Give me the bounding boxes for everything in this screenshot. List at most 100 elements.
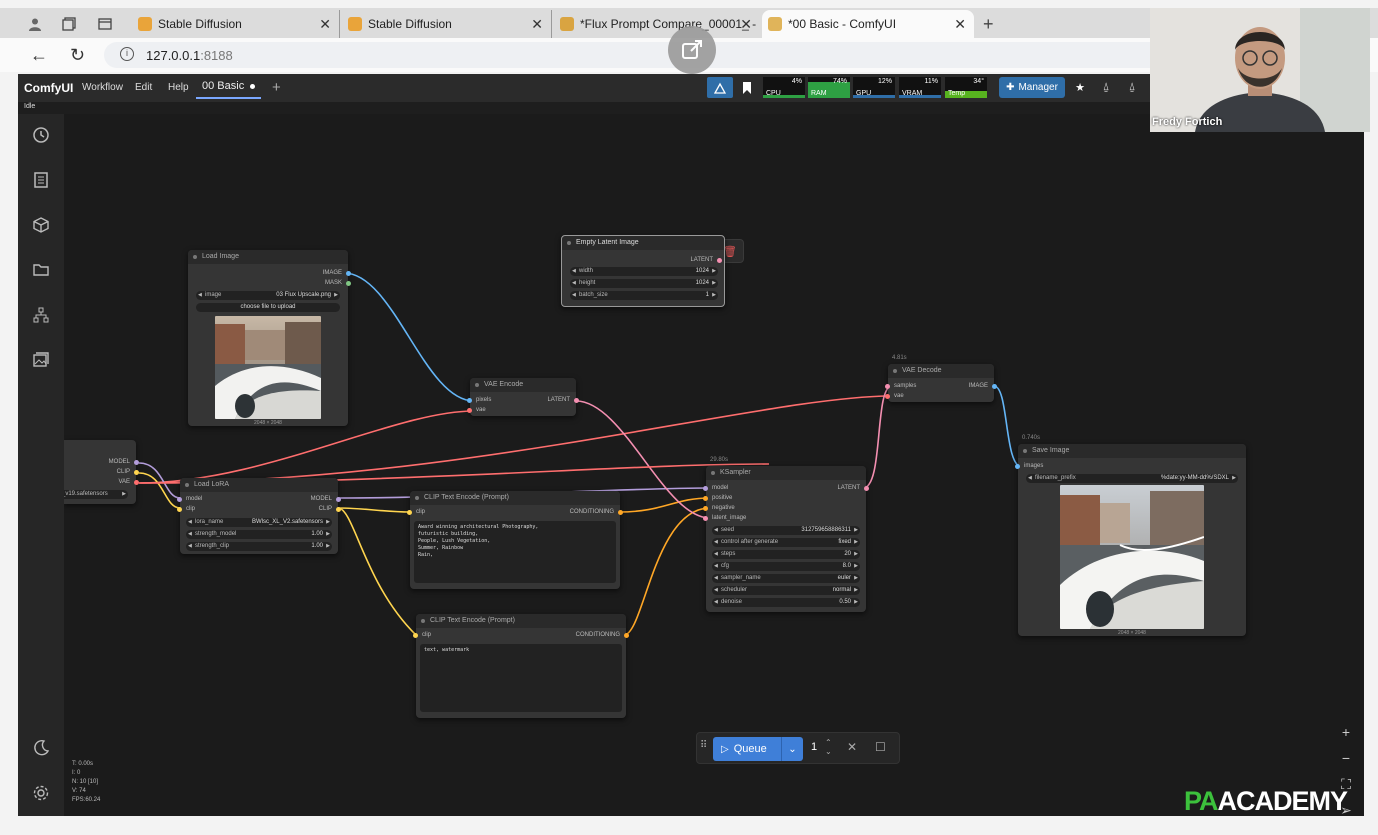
tab-actions-icon[interactable] [94,13,116,35]
node-load-image[interactable]: Load Image IMAGE MASK image 03 Flux Upsc… [188,250,352,426]
widget-control-after-generate[interactable]: control after generate fixed [712,538,860,547]
menu-help[interactable]: Help [168,82,189,93]
delete-icon[interactable]: 🗑 [723,246,737,258]
widget-filename-prefix[interactable]: filename_prefix %date:yy-MM-dd%/SDXL [1026,474,1238,483]
node-title[interactable]: Save Image [1018,444,1246,458]
browser-tab-3[interactable]: *Flux Prompt Compare_00001_ - ✕ [554,10,760,38]
node-title[interactable]: Load Image [188,250,348,264]
input-model[interactable]: model [703,485,728,491]
output-mask[interactable]: MASK [325,280,352,286]
profile-icon[interactable] [24,13,46,35]
widget-width[interactable]: width 1024 [570,267,718,276]
upload-button[interactable]: choose file to upload [196,303,340,312]
manager-button[interactable]: ✚ Manager [999,77,1065,98]
widget-height[interactable]: height 1024 [570,279,718,288]
stepper-icon[interactable]: ⌃⌄ [825,738,832,756]
fit-view-icon[interactable]: ⛶ [1341,776,1351,792]
menu-edit[interactable]: Edit [135,82,153,93]
output-model[interactable]: MODEL [109,459,140,465]
zoom-out-icon[interactable]: − [1341,750,1351,766]
input-clip[interactable]: clip [177,506,195,512]
browser-tab-4[interactable]: *00 Basic - ComfyUI ✕ [762,10,974,38]
pointer-mode-icon[interactable]: ➢ [1340,802,1352,816]
output-conditioning[interactable]: CONDITIONING [570,509,624,515]
output-latent[interactable]: LATENT [837,485,869,491]
node-save-image[interactable]: Save Image images filename_prefix %date:… [1015,444,1246,636]
output-image[interactable]: IMAGE [969,383,998,389]
workflows-folder-icon[interactable] [30,259,52,281]
node-clip-text-encode-negative[interactable]: CLIP Text Encode (Prompt) clip CONDITION… [413,614,630,718]
chevron-down-icon[interactable]: ⌄ [781,737,803,761]
site-info-icon[interactable]: i [120,47,134,61]
widget-seed[interactable]: seed 312759658886311 [712,526,860,535]
widget-steps[interactable]: steps 20 [712,550,860,559]
queue-list-icon[interactable] [30,169,52,191]
output-latent[interactable]: LATENT [547,397,579,403]
widget-scheduler[interactable]: scheduler normal [712,586,860,595]
widget-lora-name[interactable]: lora_name BWlsc_XL_V2.safetensors [186,518,332,527]
graph-canvas[interactable]: ●▾ ⚚ ⚲ 🗑 Load Image IMAGE MASK image 03 … [64,114,1364,816]
input-images[interactable]: images [1015,463,1043,469]
node-title[interactable]: Empty Latent Image [562,236,724,250]
widget-denoise[interactable]: denoise 0.50 [712,598,860,607]
node-ksampler[interactable]: KSampler model positive negative latent_… [703,466,869,612]
mask-editor-icon[interactable] [707,77,733,98]
menu-workflow[interactable]: Workflow [82,82,123,93]
gallery-icon[interactable] [30,349,52,371]
share-icon[interactable]: ⍙ [1102,81,1110,93]
output-clip[interactable]: CLIP [319,506,342,512]
widget-cfg[interactable]: cfg 8.0 [712,562,860,571]
settings-gear-icon[interactable] [30,782,52,804]
node-title[interactable]: KSampler [706,466,866,480]
model-library-icon[interactable] [30,214,52,236]
user-icon[interactable]: ⍙ [1128,81,1136,93]
node-vae-encode[interactable]: VAE Encode pixels vae LATENT [467,378,579,416]
browser-tab-1[interactable]: Stable Diffusion ✕ [132,10,340,38]
back-icon[interactable]: ← [30,45,48,65]
add-workflow-icon[interactable]: + [272,79,281,96]
history-icon[interactable] [30,124,52,146]
output-image[interactable]: IMAGE [323,270,352,276]
cancel-icon[interactable]: ✕ [847,740,858,754]
input-vae[interactable]: vae [467,407,486,413]
zoom-in-icon[interactable]: + [1341,724,1351,740]
workflow-tab[interactable]: 00 Basic [196,77,262,99]
theme-moon-icon[interactable] [30,737,52,759]
input-negative[interactable]: negative [703,505,735,511]
input-positive[interactable]: positive [703,495,732,501]
reload-icon[interactable]: ↻ [70,45,86,65]
node-vae-decode[interactable]: VAE Decode samples vae IMAGE [885,364,998,402]
output-latent[interactable]: LATENT [690,257,722,263]
output-clip[interactable]: CLIP [117,469,140,475]
collections-icon[interactable] [58,13,80,35]
widget-batch-size[interactable]: batch_size 1 [570,291,718,300]
node-clip-text-encode-positive[interactable]: CLIP Text Encode (Prompt) clip CONDITION… [407,491,624,589]
output-vae[interactable]: VAE [118,479,139,485]
input-pixels[interactable]: pixels [467,397,491,403]
prompt-textarea-positive[interactable]: Award winning architectural Photography,… [414,521,616,583]
bookmark-icon[interactable] [736,77,758,98]
queue-button[interactable]: ▷ Queue ⌄ [713,737,803,761]
share-screen-icon[interactable] [668,26,716,74]
drag-handle-icon[interactable]: ⠿ [700,740,708,751]
close-tab-icon[interactable]: ✕ [954,16,966,32]
prompt-textarea-negative[interactable]: text, watermark [420,644,622,712]
widget-strength-clip[interactable]: strength_clip 1.00 [186,542,332,551]
close-tab-icon[interactable]: ✕ [740,16,752,32]
browser-tab-2[interactable]: Stable Diffusion ✕ [342,10,552,38]
star-icon[interactable]: ★ [1075,82,1085,94]
node-title[interactable]: CLIP Text Encode (Prompt) [410,491,620,505]
stop-icon[interactable]: ☐ [875,740,886,754]
widget-sampler-name[interactable]: sampler_name euler [712,574,860,583]
node-load-lora[interactable]: Load LoRA model clip MODEL CLIP lora_nam… [177,478,342,554]
output-conditioning[interactable]: CONDITIONING [576,632,630,638]
node-title[interactable]: Load LoRA [180,478,338,492]
batch-count-input[interactable]: 1 [811,741,818,753]
close-tab-icon[interactable]: ✕ [319,16,331,32]
node-library-icon[interactable] [30,304,52,326]
widget-image[interactable]: image 03 Flux Upscale.png [196,291,340,300]
widget-strength-model[interactable]: strength_model 1.00 [186,530,332,539]
close-tab-icon[interactable]: ✕ [531,16,543,32]
input-latent-image[interactable]: latent_image [703,515,746,521]
input-model[interactable]: model [177,496,202,502]
